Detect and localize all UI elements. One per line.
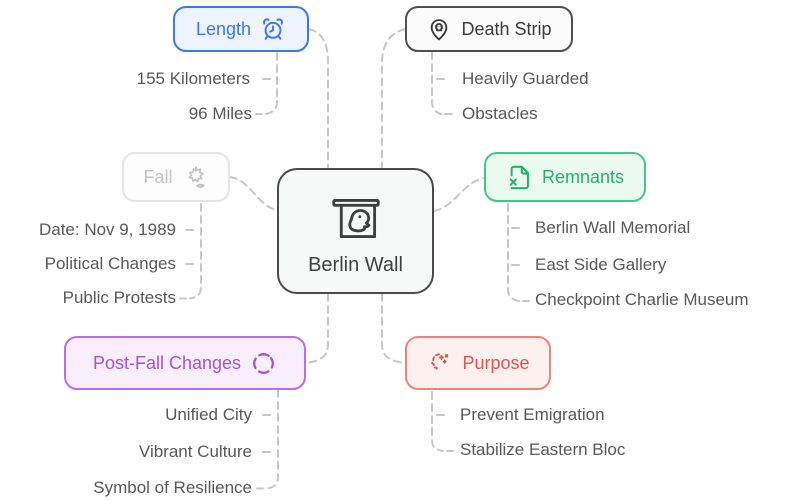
mindmap-child-label: Date: Nov 9, 1989 — [38, 220, 176, 239]
branch-label: Purpose — [462, 353, 530, 373]
mindmap-child-label: Political Changes — [44, 254, 176, 273]
alarm-clock-icon — [260, 16, 286, 42]
maple-leaf-icon — [182, 164, 209, 191]
branch-node-fall[interactable]: Fall — [122, 152, 230, 202]
mindmap-child-label: 96 Miles — [188, 104, 252, 123]
mindmap-child-label: Vibrant Culture — [138, 442, 252, 461]
mindmap-child-label: Heavily Guarded — [462, 69, 589, 88]
dashed-circle-icon — [250, 350, 277, 377]
mindmap-child-label: Prevent Emigration — [460, 405, 605, 424]
mindmap-child-label: Obstacles — [462, 104, 538, 123]
mindmap-child-label: Checkpoint Charlie Museum — [535, 290, 749, 309]
link-fall — [229, 176, 278, 211]
link-remnants — [433, 177, 485, 212]
mindmap-child-label: Symbol of Resilience — [93, 478, 252, 497]
mindmap-child-label: Unified City — [165, 405, 252, 424]
branch-node-length[interactable]: Length — [173, 6, 309, 52]
skull-pin-icon — [426, 16, 452, 42]
mindmap-child-label: Public Protests — [62, 288, 176, 307]
branch-node-post-fall-changes[interactable]: Post-Fall Changes — [64, 336, 306, 390]
branch-node-death-strip[interactable]: Death Strip — [405, 6, 573, 52]
branch-node-remnants[interactable]: Remnants — [484, 152, 646, 202]
screen-with-face-icon — [325, 187, 387, 249]
branch-label: Post-Fall Changes — [92, 353, 242, 373]
link-death-strip — [381, 28, 406, 169]
mindmap-child-label: East Side Gallery — [535, 255, 667, 274]
mindmap-child-label: 155 Kilometers — [136, 69, 250, 88]
branch-label: Fall — [143, 167, 173, 187]
center-label: Berlin Wall — [308, 254, 403, 276]
center-node-berlin-wall[interactable]: Berlin Wall — [277, 168, 434, 294]
branch-label: Remnants — [541, 167, 625, 187]
link-post-fall-changes — [305, 293, 329, 364]
mindmap-child-label: Stabilize Eastern Bloc — [460, 440, 626, 459]
mindmap-child-label: Berlin Wall Memorial — [535, 218, 691, 237]
link-length — [308, 28, 329, 169]
branch-label: Length — [195, 19, 252, 39]
link-purpose — [381, 293, 406, 364]
branch-node-purpose[interactable]: Purpose — [405, 336, 551, 390]
file-x-icon — [506, 164, 533, 191]
head-sparkles-icon — [426, 350, 453, 377]
branch-label: Death Strip — [461, 19, 552, 39]
